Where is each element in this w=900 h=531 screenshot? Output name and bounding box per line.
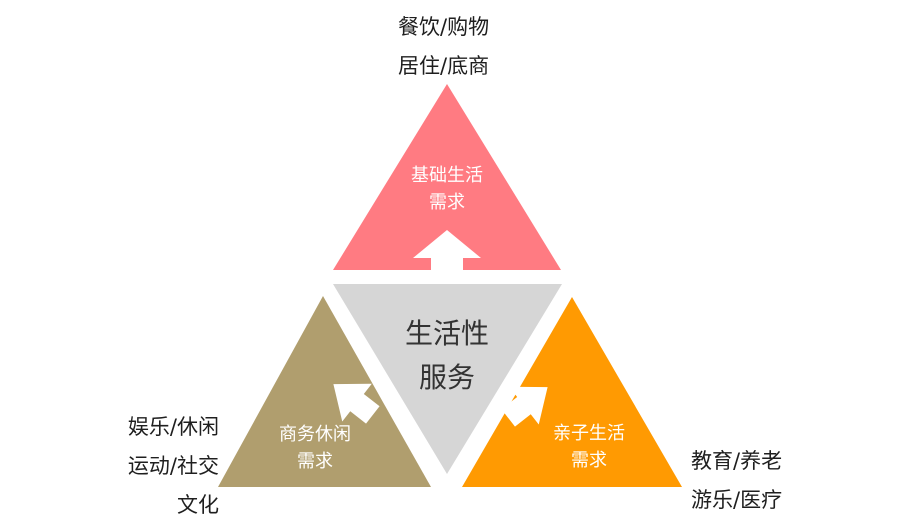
top-title-line2: 需求: [429, 192, 465, 213]
right-title-line1: 亲子生活: [553, 423, 625, 444]
right-triangle: [462, 297, 682, 487]
right-label-2: 游乐/医疗: [691, 488, 783, 512]
center-title: 生活性 服务: [387, 312, 507, 400]
right-triangle-title: 亲子生活 需求: [529, 420, 649, 474]
arrow-up-icon: [413, 230, 481, 270]
service-diagram: 餐饮/购物 居住/底商 娱乐/休闲 运动/社交 文化 教育/养老 游乐/医疗 基…: [128, 14, 782, 517]
left-label-3: 文化: [177, 493, 219, 517]
right-label-1: 教育/养老: [691, 449, 783, 473]
center-title-line2: 服务: [418, 361, 475, 394]
center-title-line1: 生活性: [404, 317, 489, 350]
center-triangle: [333, 284, 562, 474]
left-label-2: 运动/社交: [127, 454, 219, 478]
left-labels: 娱乐/休闲 运动/社交 文化: [109, 414, 219, 531]
left-title-line2: 需求: [297, 451, 333, 472]
top-labels: 餐饮/购物 居住/底商: [398, 14, 489, 92]
left-triangle: [218, 296, 431, 487]
left-title-line1: 商务休闲: [279, 424, 351, 445]
right-title-line2: 需求: [571, 450, 607, 471]
left-label-1: 娱乐/休闲: [127, 415, 219, 439]
top-title-line1: 基础生活: [411, 165, 483, 186]
top-label-1: 餐饮/购物: [398, 15, 490, 39]
arrow-left-icon: [333, 383, 380, 424]
left-triangle-title: 商务休闲 需求: [255, 421, 375, 475]
top-triangle: [333, 84, 561, 270]
arrow-right-icon: [501, 386, 548, 427]
top-triangle-title: 基础生活 需求: [387, 162, 507, 216]
right-labels: 教育/养老 游乐/医疗: [691, 448, 782, 526]
diagram-shapes: [218, 84, 682, 487]
top-label-2: 居住/底商: [398, 54, 490, 78]
